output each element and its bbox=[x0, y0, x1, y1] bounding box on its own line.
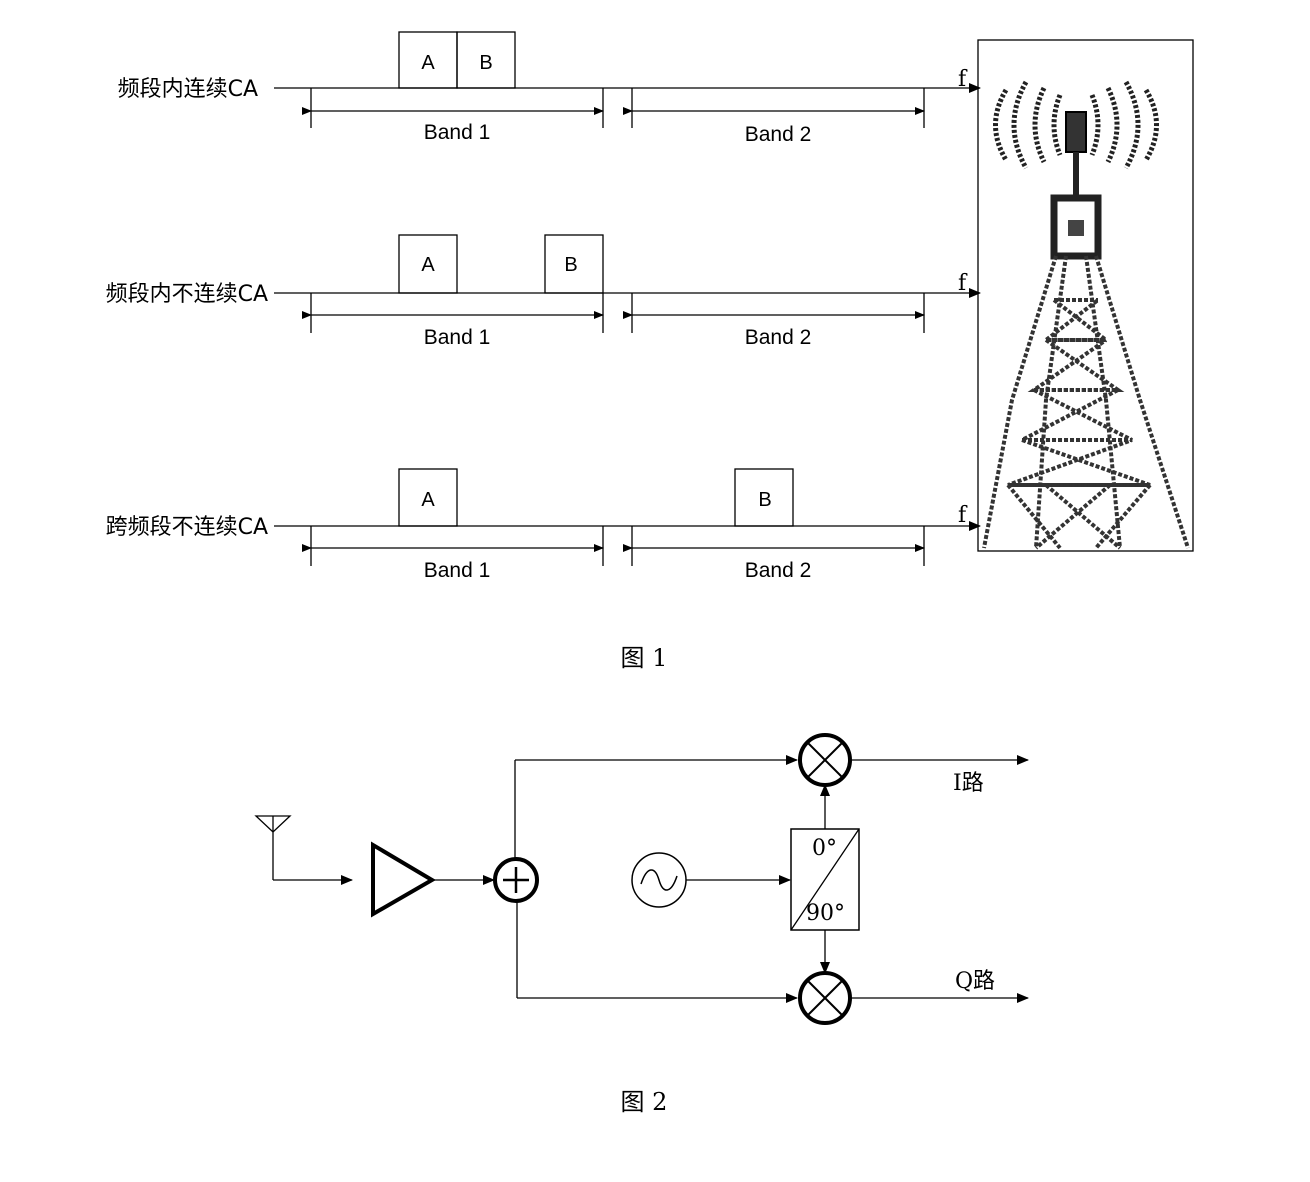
output-i-label: I路 bbox=[953, 771, 984, 796]
phase-label-90: 90° bbox=[806, 901, 845, 926]
row-label: 频段内连续CA bbox=[118, 77, 258, 102]
band2-label: Band 2 bbox=[745, 123, 812, 146]
carrier-label-a: A bbox=[421, 52, 435, 74]
row-intraband-contiguous: 频段内连续CA f A B Band 1 Band 2 bbox=[118, 31, 981, 146]
carrier-box-b bbox=[456, 31, 516, 89]
row-intraband-noncontiguous: 频段内不连续CA f A B Band 1 Band 2 bbox=[106, 234, 981, 349]
phase-label-0: 0° bbox=[812, 836, 837, 861]
band2-label: Band 2 bbox=[745, 326, 812, 349]
carrier-box-b bbox=[544, 234, 604, 294]
band1-label: Band 1 bbox=[424, 559, 491, 582]
axis-label-f: f bbox=[958, 271, 968, 296]
oscillator-sine-icon bbox=[631, 852, 687, 908]
figure-1-caption: 图 1 bbox=[621, 644, 668, 672]
carrier-box-a bbox=[398, 468, 458, 527]
amplifier-triangle-icon bbox=[371, 841, 436, 918]
carrier-label-b: B bbox=[479, 52, 492, 74]
carrier-label-a: A bbox=[421, 254, 435, 276]
mixer-x-icon bbox=[798, 971, 852, 1025]
band1-label: Band 1 bbox=[424, 326, 491, 349]
phase-shifter: 0° 90° bbox=[790, 828, 860, 931]
carrier-box-b bbox=[734, 468, 794, 527]
figure-1: 频段内连续CA f A B Band 1 Band 2 频段内不连续CA f A bbox=[106, 31, 1194, 672]
mixer-x-icon bbox=[798, 733, 852, 787]
row-label: 跨频段不连续CA bbox=[106, 515, 268, 540]
carrier-label-b: B bbox=[564, 254, 577, 276]
carrier-box-a bbox=[398, 234, 458, 294]
figure-2: 0° 90° I路 Q路 图 2 bbox=[254, 733, 1029, 1116]
row-label: 频段内不连续CA bbox=[106, 282, 268, 307]
cell-tower-icon bbox=[977, 39, 1194, 552]
carrier-label-a: A bbox=[421, 489, 435, 511]
row-interband-noncontiguous: 跨频段不连续CA f A B Band 1 Band 2 bbox=[106, 468, 981, 582]
axis-label-f: f bbox=[958, 503, 968, 528]
band2-label: Band 2 bbox=[745, 559, 812, 582]
antenna-icon bbox=[254, 815, 292, 880]
axis-label-f: f bbox=[958, 67, 968, 92]
output-q-label: Q路 bbox=[955, 969, 995, 994]
carrier-label-b: B bbox=[758, 489, 771, 511]
figure-2-caption: 图 2 bbox=[621, 1088, 668, 1116]
adder-plus-icon bbox=[493, 857, 539, 903]
band1-label: Band 1 bbox=[424, 121, 491, 144]
